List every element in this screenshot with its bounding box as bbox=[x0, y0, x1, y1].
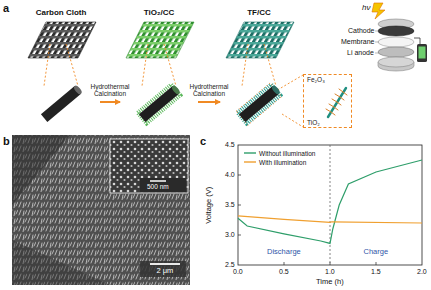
cell-part-label: Membrane bbox=[341, 38, 374, 46]
phase-label: Discharge bbox=[267, 248, 301, 257]
panel-heading: TiO₂/CC bbox=[120, 8, 198, 17]
sample-panel: Carbon Cloth bbox=[22, 6, 100, 128]
scale-bar-label: 2 μm bbox=[157, 267, 174, 276]
y-tick-label: 4.0 bbox=[225, 171, 235, 179]
y-tick-label: 3.0 bbox=[225, 231, 235, 239]
phase-label: Charge bbox=[364, 248, 389, 257]
material-label: TiO₂ bbox=[307, 119, 320, 126]
y-tick-label: 3.5 bbox=[225, 201, 235, 209]
process-step-label: Hydrothermal Calcination bbox=[91, 83, 130, 98]
cell-part-label: Cathode bbox=[348, 27, 374, 35]
light-symbol: hν bbox=[362, 3, 370, 12]
panel-letter: b bbox=[3, 135, 10, 148]
material-label: Fe₂O₃ bbox=[307, 76, 325, 83]
sample-panel: TiO₂/CC bbox=[120, 6, 198, 128]
y-tick-label: 4.5 bbox=[225, 141, 235, 149]
y-tick-label: 2.5 bbox=[225, 261, 235, 269]
panel-heading: TF/CC bbox=[220, 8, 298, 17]
x-tick-label: 1.0 bbox=[325, 268, 335, 276]
cell-part-label: Li anode bbox=[347, 49, 374, 57]
axis-title: Voltage (V) bbox=[205, 186, 214, 223]
legend-label: With illumination bbox=[259, 159, 306, 166]
legend-label: Without illumination bbox=[259, 150, 315, 157]
zoom-inset: Fe₂O₃ TiO₂ bbox=[303, 74, 352, 128]
panel-letter: a bbox=[3, 2, 9, 15]
panel-heading: Carbon Cloth bbox=[22, 8, 100, 17]
x-tick-label: 2.0 bbox=[417, 268, 427, 276]
scale-bar-label: 500 nm bbox=[147, 183, 169, 190]
x-tick-label: 0.5 bbox=[279, 268, 289, 276]
process-arrow bbox=[100, 101, 120, 103]
process-step-label: Hydrothermal Calcination bbox=[190, 83, 229, 98]
process-arrow bbox=[198, 101, 220, 103]
x-tick-label: 0.0 bbox=[233, 268, 243, 276]
axis-title: Time (h) bbox=[316, 278, 344, 287]
x-tick-label: 1.5 bbox=[371, 268, 381, 276]
panel-letter: c bbox=[200, 135, 206, 148]
sample-panel: TF/CC bbox=[220, 6, 298, 128]
